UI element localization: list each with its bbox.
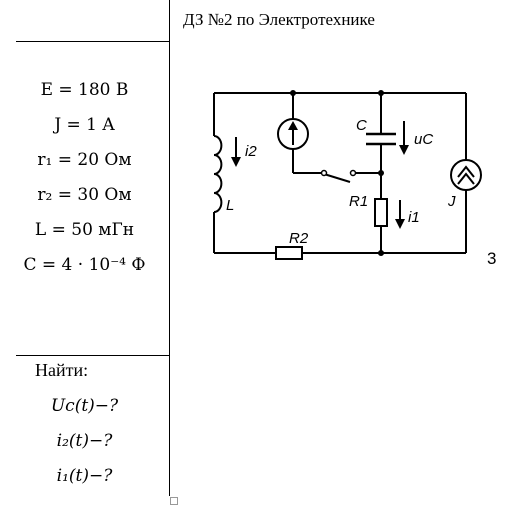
junction-dot	[378, 90, 384, 96]
label-i1: i1	[408, 209, 420, 226]
given-r1: r₁ = 20 Ом	[37, 150, 132, 170]
document-title: ДЗ №2 по Электротехнике	[183, 10, 375, 29]
label-j: J	[447, 193, 456, 210]
switch-contact	[320, 169, 328, 177]
current-source-j	[450, 159, 482, 191]
label-uc: uC	[414, 131, 433, 148]
label-i2: i2	[245, 143, 257, 160]
find-item-uc: Uc(t)−?	[50, 396, 119, 416]
inductor-coil	[213, 135, 223, 213]
junction-dot	[378, 170, 384, 176]
label-r1: R1	[349, 193, 368, 210]
capacitor	[366, 132, 396, 146]
table-resize-handle[interactable]	[170, 497, 178, 505]
current-arrow-i1	[395, 200, 405, 229]
table-top-divider	[16, 41, 169, 42]
switch-contact	[349, 169, 357, 177]
find-heading: Найти:	[35, 360, 89, 380]
find-item-i1: i₁(t)−?	[56, 466, 113, 486]
table-middle-divider	[16, 355, 169, 356]
given-r2: r₂ = 30 Ом	[37, 185, 132, 205]
label-l: L	[226, 197, 234, 214]
resistor-r1	[374, 198, 388, 227]
resistor-r2	[275, 246, 303, 260]
given-c: C = 4 · 10⁻⁴ Ф	[23, 255, 146, 275]
given-j: J = 1 A	[54, 115, 115, 135]
voltage-source-e	[277, 118, 309, 150]
table-vertical-divider	[169, 0, 170, 496]
variant-number: 3	[487, 249, 496, 268]
junction-dot	[378, 250, 384, 256]
label-r2: R2	[289, 230, 309, 247]
find-item-i2: i₂(t)−?	[56, 431, 113, 451]
given-l: L = 50 мГн	[34, 220, 135, 240]
current-arrow-i2	[231, 137, 241, 167]
given-e: E = 180 В	[40, 80, 129, 100]
voltage-arrow-uc	[399, 121, 409, 155]
label-c: C	[356, 117, 367, 134]
junction-dot	[290, 90, 296, 96]
